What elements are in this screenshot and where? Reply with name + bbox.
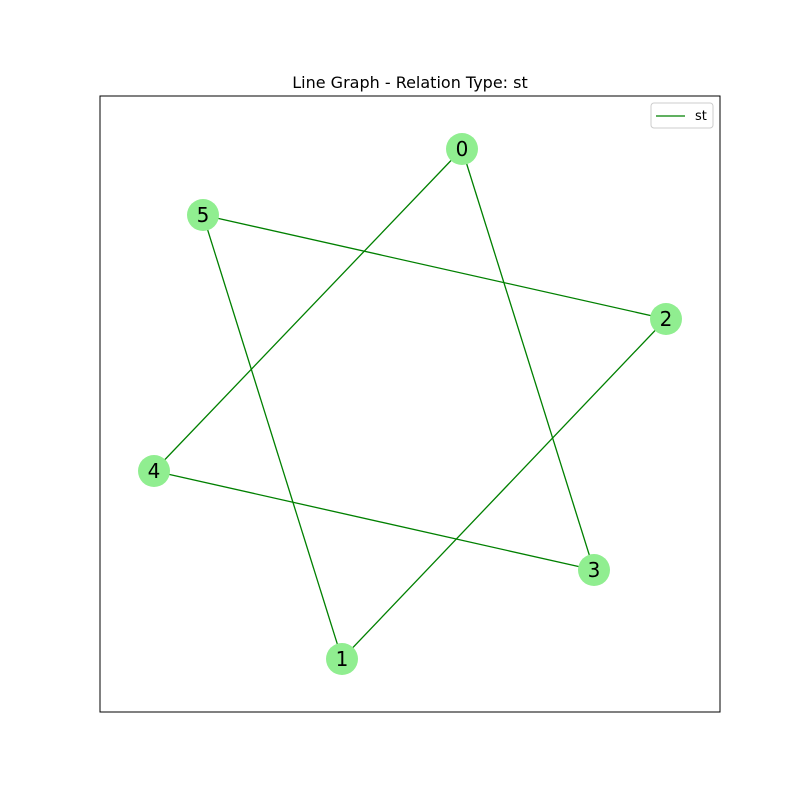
graph-node-label-4: 4	[148, 459, 161, 483]
graph-node-5: 5	[187, 199, 219, 231]
graph-node-label-1: 1	[336, 647, 349, 671]
graph-node-circle-2	[650, 303, 682, 335]
graph-node-label-5: 5	[197, 203, 210, 227]
graph-node-circle-1	[326, 643, 358, 675]
graph-edge-0-3	[461, 148, 595, 571]
graph-node-circle-5	[187, 199, 219, 231]
graph-node-4: 4	[138, 455, 170, 487]
chart-title: Line Graph - Relation Type: st	[292, 73, 528, 92]
graph-node-label-3: 3	[588, 558, 601, 582]
graph-edge-5-2	[202, 214, 667, 320]
graph-edge-2-1	[341, 318, 667, 660]
legend-label: st	[695, 109, 707, 124]
graph-node-label-2: 2	[660, 307, 673, 331]
graph-node-circle-0	[446, 133, 478, 165]
graph-node-2: 2	[650, 303, 682, 335]
graph-edge-5-1	[202, 214, 343, 660]
legend: st	[650, 102, 714, 129]
graph-node-1: 1	[326, 643, 358, 675]
graph-node-0: 0	[446, 133, 478, 165]
graph-node-circle-4	[138, 455, 170, 487]
nodes-layer: 0 1 2 3 4 5	[138, 133, 682, 675]
plot-frame	[99, 95, 721, 713]
graph-node-3: 3	[578, 554, 610, 586]
graph-node-circle-3	[578, 554, 610, 586]
edges-layer	[153, 148, 667, 660]
graph-edge-4-3	[153, 470, 595, 571]
graph-node-label-0: 0	[456, 137, 469, 161]
graph-edge-0-4	[153, 148, 463, 472]
